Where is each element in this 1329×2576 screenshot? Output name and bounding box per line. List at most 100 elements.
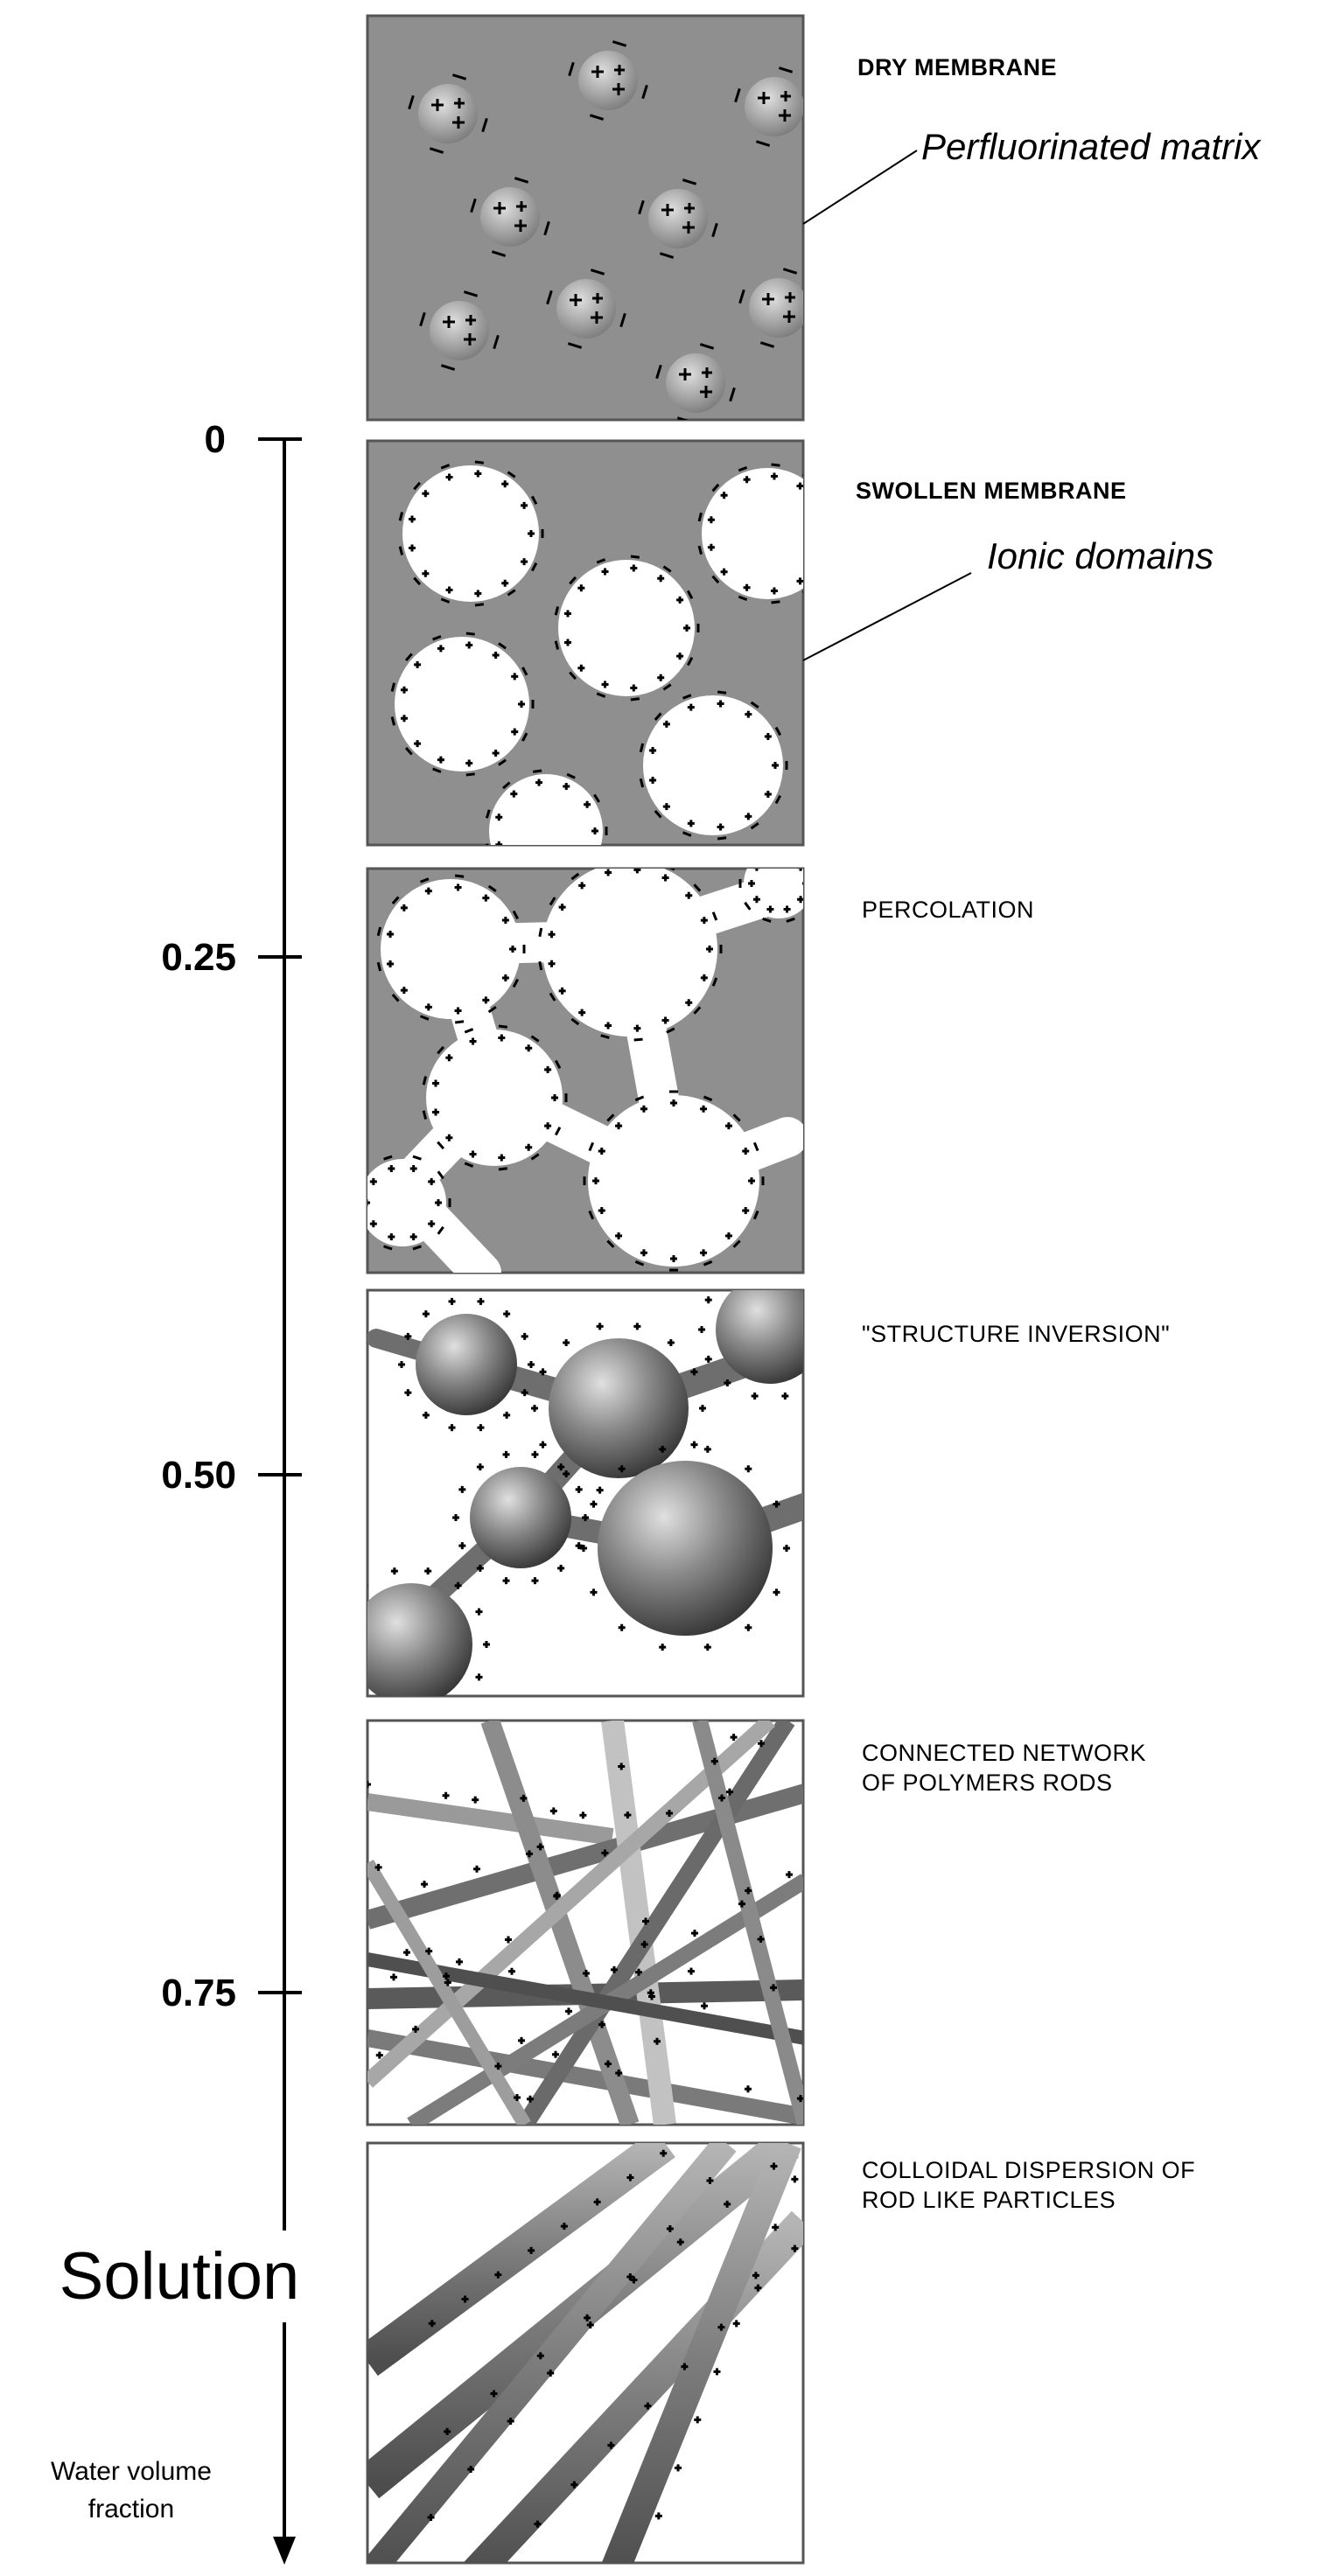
plus-charge-mark <box>710 1757 718 1765</box>
plus-charge-mark <box>684 203 695 213</box>
axis-arrow-head <box>273 2537 296 2565</box>
plus-charge-mark <box>564 639 572 646</box>
minus-charge-mark <box>451 73 467 80</box>
polymer-aggregate-sphere <box>470 1467 571 1568</box>
callout-leader-matrix <box>802 150 918 225</box>
plus-charge-mark <box>670 1100 677 1106</box>
minus-charge-mark <box>711 222 718 238</box>
minus-charge-mark <box>463 290 479 297</box>
plus-charge-mark <box>536 1843 544 1851</box>
rod-particle <box>367 2143 737 2563</box>
minus-charge-mark <box>655 364 662 380</box>
ionic-domains <box>390 460 829 867</box>
plus-charge-mark <box>694 2416 702 2424</box>
minus-charge-mark <box>682 178 697 185</box>
plus-charge-mark <box>501 480 509 488</box>
plus-charge-mark <box>586 2321 594 2328</box>
minus-charge-mark <box>594 860 598 867</box>
minus-charge-mark <box>750 701 759 709</box>
minus-charge-mark <box>440 597 451 604</box>
plus-charge-mark <box>752 869 760 871</box>
axis-title-line2: fraction <box>88 2495 174 2524</box>
plus-charge-mark <box>575 1485 583 1493</box>
plus-charge-mark <box>482 894 490 902</box>
plus-charge-mark <box>424 887 432 895</box>
minus-charge-mark <box>778 66 794 73</box>
minus-charge-mark <box>782 268 798 275</box>
minus-charge-mark <box>750 822 759 830</box>
plus-charge-mark <box>409 515 416 523</box>
plus-charge-mark <box>558 987 566 995</box>
polymer-aggregate-sphere <box>549 1338 689 1478</box>
ionic-cluster <box>648 189 708 248</box>
plus-charge-mark <box>700 917 708 925</box>
minus-charge-mark <box>422 1110 428 1120</box>
minus-charge-mark <box>612 40 627 47</box>
plus-charge-mark <box>783 1545 790 1552</box>
plus-charge-mark <box>601 681 609 688</box>
minus-charge-mark <box>474 603 485 607</box>
plus-charge-mark <box>520 1794 528 1802</box>
minus-charge-mark <box>717 690 727 695</box>
minus-charge-mark <box>530 562 538 572</box>
plus-charge-mark <box>552 2050 559 2058</box>
plus-charge-mark <box>615 1122 623 1130</box>
panel-swollen-membrane <box>366 439 829 867</box>
plus-charge-mark <box>657 575 665 583</box>
plus-charge-mark <box>659 1644 667 1651</box>
plus-charge-mark <box>563 1338 570 1346</box>
plus-charge-mark <box>661 204 674 216</box>
plus-charge-mark <box>618 1465 626 1473</box>
minus-charge-mark <box>666 1027 675 1034</box>
plus-charge-mark <box>703 1445 711 1453</box>
minus-charge-mark <box>589 114 605 121</box>
plus-charge-mark <box>428 1220 436 1228</box>
plus-charge-mark <box>427 2514 435 2521</box>
minus-charge-mark <box>493 334 500 350</box>
minus-charge-mark <box>376 961 382 972</box>
plus-charge-mark <box>580 1545 587 1552</box>
plus-charge-mark <box>544 1122 552 1130</box>
plus-charge-mark <box>501 917 509 924</box>
plus-charge-mark <box>702 367 712 378</box>
plus-charge-mark <box>492 652 500 660</box>
plus-charge-mark <box>510 790 518 798</box>
plus-charge-mark <box>422 1411 430 1419</box>
plus-charge-mark <box>444 2427 451 2435</box>
panel-structure-inversion <box>366 1288 835 1698</box>
ionic-cluster <box>480 187 540 247</box>
plus-charge-mark <box>521 558 528 566</box>
water-domain <box>367 1159 446 1246</box>
plus-charge-mark <box>720 492 728 499</box>
plus-charge-mark <box>563 783 570 791</box>
minus-charge-mark <box>774 794 782 805</box>
plus-charge-mark <box>828 1356 835 1363</box>
plus-charge-mark <box>388 1165 395 1173</box>
plus-charge-mark <box>548 960 556 967</box>
plus-charge-mark <box>565 2007 572 2015</box>
plus-charge-mark <box>828 1296 835 1303</box>
ionic-cluster <box>749 278 803 338</box>
water-domain <box>588 1095 759 1267</box>
plus-charge-mark <box>409 1165 417 1173</box>
plus-charge-mark <box>706 946 713 953</box>
plus-charge-mark <box>745 1465 752 1473</box>
minus-charge-mark <box>711 977 718 987</box>
plus-charge-mark <box>666 2225 674 2232</box>
minus-charge-mark <box>738 289 745 304</box>
minus-charge-mark <box>682 831 692 837</box>
plus-charge-mark <box>783 905 791 913</box>
plus-charge-mark <box>791 2244 799 2252</box>
plus-charge-mark <box>584 854 591 861</box>
plus-charge-mark <box>670 1255 677 1262</box>
plus-charge-mark <box>717 700 724 708</box>
plus-charge-mark <box>592 293 603 304</box>
minus-charge-mark <box>408 94 415 110</box>
plus-charge-mark <box>390 1973 397 1981</box>
minus-charge-mark <box>376 926 382 937</box>
plus-charge-mark <box>822 530 829 537</box>
minus-charge-mark <box>699 343 715 350</box>
plus-charge-mark <box>748 1177 755 1184</box>
minus-charge-mark <box>398 546 404 555</box>
plus-charge-mark <box>626 2273 634 2280</box>
